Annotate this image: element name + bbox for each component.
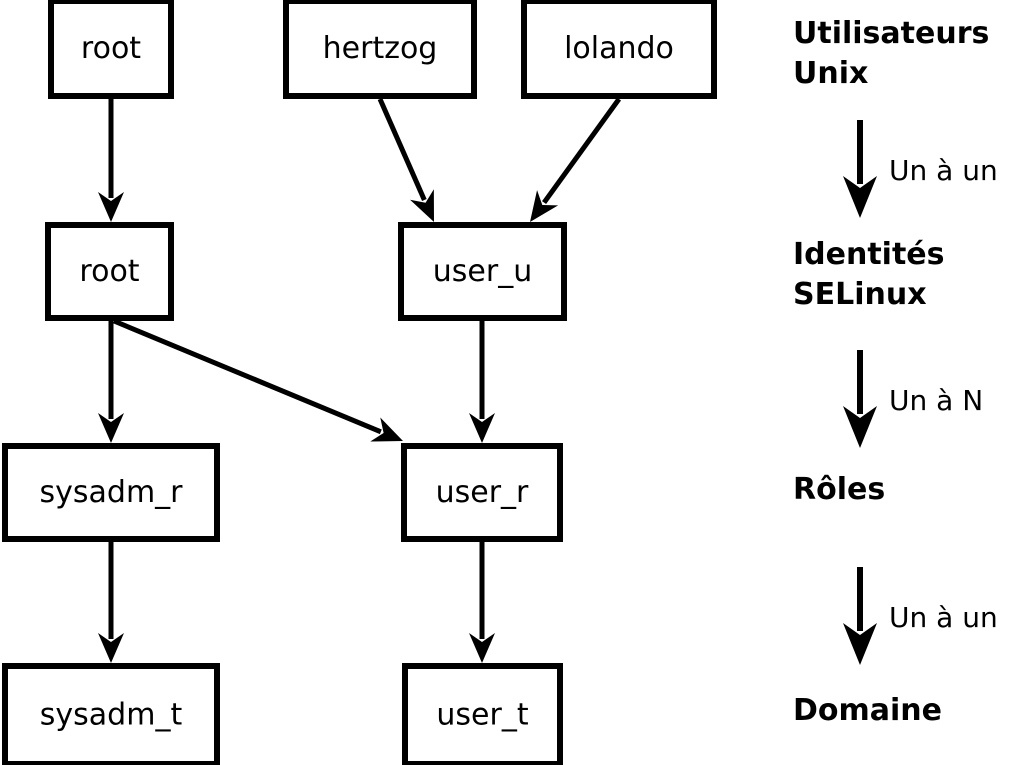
arrow-head-icon bbox=[530, 190, 559, 222]
legend-stage-line: Unix bbox=[793, 56, 868, 91]
node-label: user_u bbox=[433, 254, 532, 289]
legend-arrow-head-icon bbox=[843, 176, 877, 218]
arrow-head-icon bbox=[469, 633, 495, 663]
arrow-head-icon bbox=[370, 417, 403, 442]
arrow-head-icon bbox=[98, 413, 124, 443]
edge-unix_hertzog-to-id_user_u bbox=[377, 97, 434, 222]
edges-layer bbox=[98, 97, 622, 663]
arrow-head-icon bbox=[469, 413, 495, 443]
legend-cardinality-label: Un à N bbox=[889, 384, 983, 417]
edge-line bbox=[377, 97, 427, 202]
node-label: lolando bbox=[564, 31, 674, 66]
node-unix_root[interactable]: root bbox=[48, 0, 174, 99]
node-label: user_t bbox=[436, 698, 528, 733]
edge-id_root-to-role_sysadm bbox=[98, 321, 124, 443]
node-role_user[interactable]: user_r bbox=[401, 443, 563, 542]
edge-unix_lolando-to-id_user_u bbox=[530, 97, 622, 222]
node-unix_hertzog[interactable]: hertzog bbox=[283, 0, 477, 99]
node-box[interactable] bbox=[401, 443, 563, 542]
node-dom_sysadm[interactable]: sysadm_t bbox=[2, 663, 220, 765]
legend-stage-line: Identités bbox=[793, 237, 945, 272]
legend-stage-line: SELinux bbox=[793, 277, 927, 312]
node-box[interactable] bbox=[402, 663, 563, 765]
node-box[interactable] bbox=[2, 443, 220, 542]
node-label: root bbox=[79, 254, 139, 289]
stage-domain-label: Domaine bbox=[793, 693, 942, 728]
legend-stage-line: Rôles bbox=[793, 472, 885, 507]
legend-cardinality-label: Un à un bbox=[889, 154, 998, 187]
edge-unix_root-to-id_root bbox=[98, 99, 124, 222]
edge-line bbox=[113, 318, 382, 435]
legend-cardinality-label: Un à un bbox=[889, 601, 998, 634]
legend-stage-line: Domaine bbox=[793, 693, 942, 728]
legend-arrow-head-icon bbox=[843, 406, 877, 448]
node-label: hertzog bbox=[323, 31, 438, 66]
node-label: user_r bbox=[436, 475, 529, 510]
edge-role_user-to-dom_user bbox=[469, 542, 495, 663]
arrow-head-icon bbox=[410, 189, 434, 222]
node-dom_user[interactable]: user_t bbox=[402, 663, 563, 765]
edge-role_sysadm-to-dom_sysadm bbox=[98, 542, 124, 663]
node-box[interactable] bbox=[48, 0, 174, 99]
legend-arrow-head-icon bbox=[843, 623, 877, 665]
node-box[interactable] bbox=[521, 0, 717, 99]
node-id_user_u[interactable]: user_u bbox=[398, 222, 567, 321]
arrow-head-icon bbox=[98, 633, 124, 663]
node-unix_lolando[interactable]: lolando bbox=[521, 0, 717, 99]
legend-arrow-3: Un à un bbox=[843, 567, 998, 665]
node-label: sysadm_t bbox=[40, 698, 183, 733]
legend-stage-line: Utilisateurs bbox=[793, 16, 989, 51]
edge-line bbox=[542, 97, 622, 205]
legend-arrow-2: Un à N bbox=[843, 350, 983, 448]
legend-arrows-layer: Un à un Un à N Un à un bbox=[843, 120, 998, 665]
legend-arrow-1: Un à un bbox=[843, 120, 998, 218]
node-box[interactable] bbox=[283, 0, 477, 99]
node-box[interactable] bbox=[398, 222, 567, 321]
edge-id_root-to-role_user bbox=[113, 318, 403, 442]
node-id_root[interactable]: root bbox=[45, 222, 174, 321]
node-label: root bbox=[81, 31, 141, 66]
edge-id_user_u-to-role_user bbox=[469, 321, 495, 443]
node-box[interactable] bbox=[45, 222, 174, 321]
node-role_sysadm[interactable]: sysadm_r bbox=[2, 443, 220, 542]
stage-roles-label: Rôles bbox=[793, 472, 885, 507]
node-label: sysadm_r bbox=[40, 475, 184, 510]
node-box[interactable] bbox=[2, 663, 220, 765]
arrow-head-icon bbox=[98, 192, 124, 222]
